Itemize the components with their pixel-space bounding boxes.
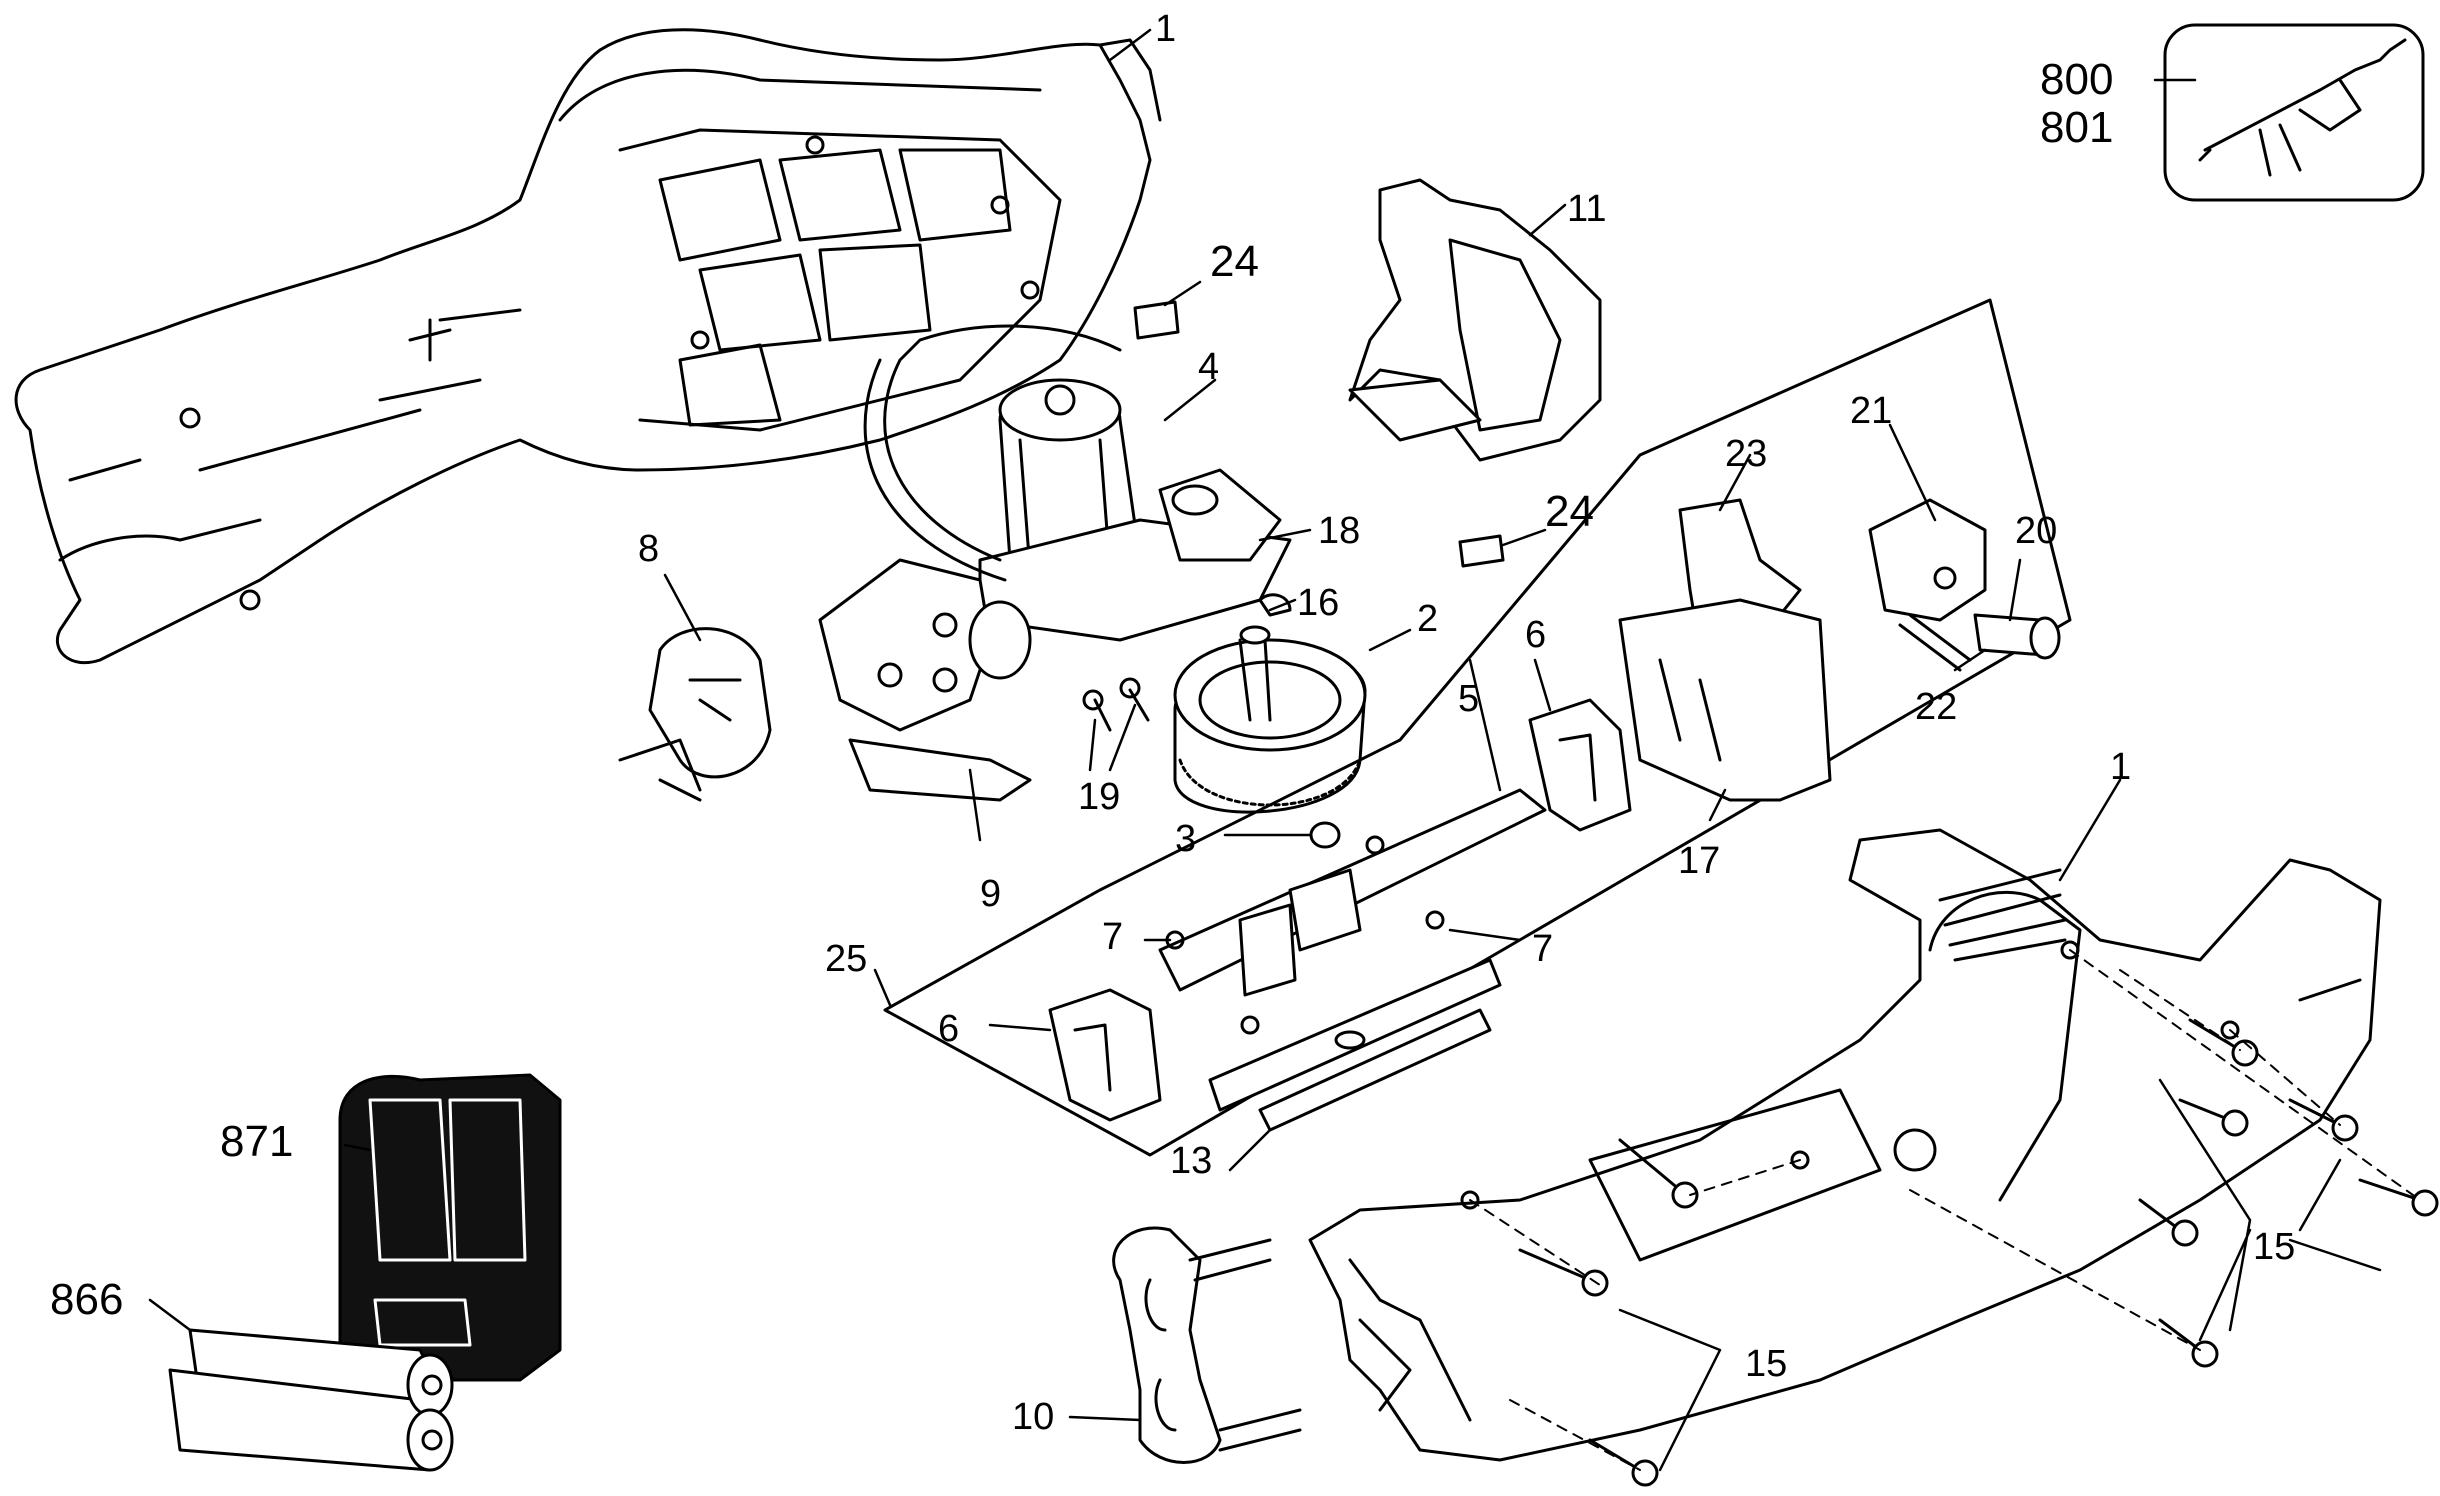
label-part-25: 25 [825, 938, 868, 980]
leader-lines [148, 28, 2382, 1472]
label-part-13: 13 [1170, 1140, 1213, 1182]
label-part-7-right: 7 [1532, 928, 1554, 970]
drive-gear [1173, 625, 1367, 849]
label-part-24-upper: 24 [1210, 237, 1259, 286]
plate-13 [1208, 958, 1502, 1132]
bracket-11 [1348, 178, 1602, 462]
label-part-1-lower: 1 [2110, 746, 2132, 788]
blade-clamp-23 [1618, 498, 1832, 802]
label-part-2: 2 [1417, 598, 1439, 640]
label-part-5: 5 [1458, 678, 1480, 720]
label-part-22: 22 [1915, 686, 1958, 728]
label-part-24-lower: 24 [1545, 487, 1594, 536]
label-part-3: 3 [1175, 818, 1197, 860]
label-part-20: 20 [2015, 510, 2058, 552]
label-part-21: 21 [1850, 390, 1893, 432]
label-part-15-right: 15 [2253, 1226, 2296, 1268]
label-part-10: 10 [1012, 1396, 1055, 1438]
inset-box-800-801 [2163, 23, 2425, 202]
screw-dash-lines [1469, 949, 2421, 1471]
batteries-866 [168, 1328, 454, 1472]
label-part-871: 871 [220, 1117, 294, 1166]
label-part-17: 17 [1678, 840, 1721, 882]
trigger-switch [818, 558, 1032, 802]
pad-24-lower [1458, 534, 1505, 568]
e-clips-7 [1165, 835, 1445, 1035]
label-part-800: 800 [2040, 55, 2114, 104]
label-part-15-bottom: 15 [1745, 1343, 1788, 1385]
screws-19 [1082, 593, 1292, 732]
label-part-19: 19 [1078, 776, 1121, 818]
pad-24-upper [1133, 300, 1180, 340]
label-part-16: 16 [1297, 582, 1340, 624]
label-part-1-upper: 1 [1155, 8, 1177, 50]
label-part-6-lower: 6 [938, 1008, 960, 1050]
housing-half-lower [1308, 828, 2382, 1462]
plunger-5 [1158, 788, 1547, 997]
label-part-866: 866 [50, 1275, 124, 1324]
housing-half-upper [14, 28, 1162, 665]
brush-holder [618, 627, 772, 802]
label-part-4: 4 [1198, 346, 1220, 388]
label-part-18: 18 [1318, 510, 1361, 552]
label-part-11: 11 [1567, 188, 1607, 230]
label-part-6-upper: 6 [1525, 614, 1547, 656]
clamp-10 [1112, 1226, 1302, 1464]
screws-15 [1518, 1018, 2439, 1487]
label-part-8: 8 [638, 528, 660, 570]
slide-block-6-lower [1048, 988, 1162, 1122]
label-part-7-left: 7 [1102, 916, 1124, 958]
label-part-801: 801 [2040, 103, 2114, 152]
label-part-23: 23 [1725, 433, 1768, 475]
battery-charger-871 [338, 1073, 562, 1382]
slide-block-6-upper [1528, 698, 1632, 832]
clamp-block-21 [1868, 498, 2061, 672]
label-part-9: 9 [980, 873, 1002, 915]
motor-assembly [863, 324, 1292, 642]
